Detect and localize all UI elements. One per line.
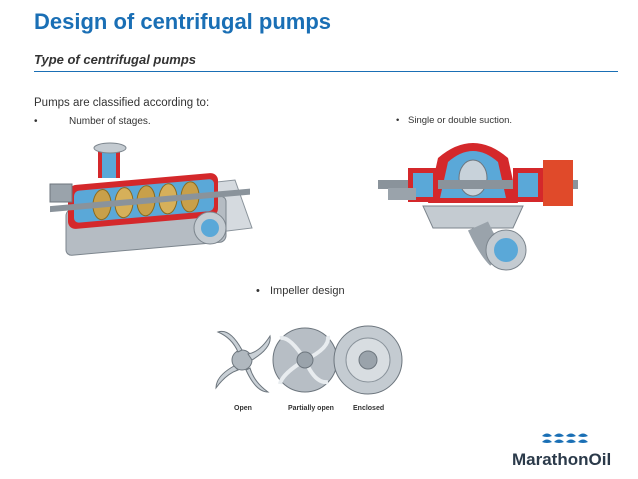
slide-title: Design of centrifugal pumps — [34, 9, 332, 34]
bullet-glyph: • — [34, 116, 38, 127]
title-divider — [34, 71, 618, 72]
open-impeller-icon — [215, 330, 271, 393]
partially-open-impeller-icon — [272, 327, 338, 393]
intro-text: Pumps are classified according to: — [34, 97, 210, 109]
impeller-types-illustration: Open Partially open Enclosed — [215, 325, 403, 412]
bullet-glyph: • — [256, 285, 260, 297]
bullet-suction: • Single or double suction. — [396, 115, 512, 126]
bullet-text: Impeller design — [270, 285, 345, 297]
bullet-text: Single or double suction. — [408, 115, 513, 126]
caption-enclosed: Enclosed — [353, 405, 384, 412]
marathon-oil-logo: MarathonOil — [512, 433, 611, 469]
bullet-impeller-design: • Impeller design — [256, 285, 345, 297]
double-suction-pump-illustration — [378, 143, 578, 271]
logo-text: MarathonOil — [512, 450, 611, 469]
multistage-pump-illustration — [49, 142, 253, 256]
enclosed-impeller-icon — [333, 325, 403, 395]
caption-open: Open — [234, 405, 252, 412]
caption-partially-open: Partially open — [288, 405, 334, 412]
bullet-text: Number of stages. — [69, 116, 151, 127]
bullet-number-of-stages: • Number of stages. — [34, 116, 151, 127]
slide-subtitle: Type of centrifugal pumps — [34, 52, 197, 67]
bullet-glyph: • — [396, 115, 400, 126]
